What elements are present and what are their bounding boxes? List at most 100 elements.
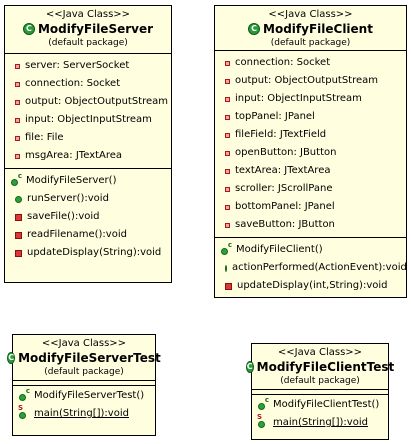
field-row[interactable]: input: ObjectInputStream	[5, 111, 171, 129]
private-field-icon	[225, 150, 230, 156]
method-text: main(String[]):void	[273, 417, 368, 428]
stereotype-label: <<Java Class>>	[268, 9, 353, 20]
class-name-text: ModifyFileServer	[37, 22, 154, 36]
private-field-icon	[225, 114, 230, 120]
method-row[interactable]: saveFile():void	[5, 208, 171, 226]
field-text: bottomPanel: JPanel	[235, 201, 335, 212]
field-text: fileField: JTextField	[235, 129, 327, 140]
stereotype-label: <<Java Class>>	[277, 347, 363, 358]
method-text: readFilename():void	[27, 229, 127, 240]
class-icon: C	[248, 23, 261, 35]
public-method-icon	[15, 195, 22, 203]
private-field-icon	[15, 117, 20, 123]
field-text: input: ObjectInputStream	[235, 93, 362, 104]
field-text: input: ObjectInputStream	[25, 114, 152, 125]
private-field-icon	[15, 135, 20, 141]
static-method-icon: S	[257, 414, 268, 428]
private-field-icon	[225, 78, 230, 84]
private-field-icon	[225, 204, 230, 210]
section-divider	[215, 237, 406, 238]
class-icon: C	[7, 352, 16, 364]
field-text: msgArea: JTextArea	[25, 150, 123, 161]
public-method-icon	[225, 264, 227, 272]
method-row[interactable]: updateDisplay(String):void	[5, 244, 171, 262]
section-divider	[215, 50, 406, 51]
field-row[interactable]: output: ObjectOutputStream	[215, 72, 406, 90]
constructor-icon: c	[258, 397, 269, 410]
private-method-icon	[225, 282, 232, 290]
method-row[interactable]: readFilename():void	[5, 226, 171, 244]
field-row[interactable]: textArea: JTextArea	[215, 162, 406, 180]
constructor-icon: c	[19, 388, 30, 401]
private-field-icon	[225, 222, 230, 228]
field-row[interactable]: topPanel: JPanel	[215, 108, 406, 126]
field-text: connection: Socket	[25, 78, 121, 89]
method-row[interactable]: updateDisplay(int,String):void	[215, 277, 406, 295]
field-row[interactable]: input: ObjectInputStream	[215, 90, 406, 108]
stereotype-label: <<Java Class>>	[41, 338, 127, 349]
section-divider	[5, 168, 171, 169]
section-divider	[252, 389, 388, 390]
class-header: <<Java Class>> C ModifyFileClientTest (d…	[245, 344, 394, 387]
field-text: scroller: JScrollPane	[235, 183, 333, 194]
field-row[interactable]: server: ServerSocket	[5, 57, 171, 75]
class-box-modify-file-client-test[interactable]: <<Java Class>> C ModifyFileClientTest (d…	[245, 343, 394, 440]
field-row[interactable]: connection: Socket	[215, 54, 406, 72]
method-text: main(String[]):void	[34, 408, 129, 419]
field-row[interactable]: connection: Socket	[5, 75, 171, 93]
field-text: textArea: JTextArea	[235, 165, 331, 176]
private-field-icon	[225, 60, 230, 66]
class-name: C ModifyFileServer	[5, 21, 171, 37]
class-box-modify-file-server-test[interactable]: <<Java Class>> C ModifyFileServerTest (d…	[7, 334, 161, 436]
package-label: (default package)	[48, 38, 128, 48]
method-text: actionPerformed(ActionEvent):void	[232, 262, 407, 273]
field-row[interactable]: openButton: JButton	[215, 144, 406, 162]
section-divider	[13, 380, 155, 381]
class-name: C ModifyFileClient	[215, 21, 406, 37]
method-text: updateDisplay(int,String):void	[237, 280, 388, 291]
private-field-icon	[225, 132, 230, 138]
method-text: ModifyFileClientTest()	[273, 399, 380, 410]
private-field-icon	[225, 186, 230, 192]
field-row[interactable]: scroller: JScrollPane	[215, 180, 406, 198]
method-row[interactable]: c ModifyFileServer()	[5, 172, 171, 190]
field-row[interactable]: msgArea: JTextArea	[5, 147, 171, 165]
constructor-icon: c	[11, 173, 22, 186]
field-row[interactable]: output: ObjectOutputStream	[5, 93, 171, 111]
private-field-icon	[15, 63, 20, 69]
package-label: (default package)	[44, 367, 124, 377]
class-box-modify-file-client[interactable]: <<Java Class>> C ModifyFileClient (defau…	[214, 5, 407, 298]
method-text: ModifyFileServerTest()	[34, 390, 145, 401]
private-method-icon	[15, 213, 22, 221]
class-box-modify-file-server[interactable]: <<Java Class>> C ModifyFileServer (defau…	[4, 5, 172, 283]
class-name: C ModifyFileServerTest	[7, 350, 161, 366]
field-text: connection: Socket	[235, 57, 331, 68]
method-text: ModifyFileServer()	[26, 175, 117, 186]
class-icon: C	[22, 23, 35, 35]
method-row[interactable]: c ModifyFileServerTest()	[13, 387, 155, 405]
class-icon: C	[245, 361, 254, 373]
section-divider	[5, 53, 171, 54]
static-method-icon: S	[18, 405, 29, 419]
field-text: output: ObjectOutputStream	[25, 96, 169, 107]
class-header: <<Java Class>> C ModifyFileClient (defau…	[215, 6, 406, 49]
method-row[interactable]: c ModifyFileClientTest()	[252, 396, 388, 414]
field-row[interactable]: saveButton: JButton	[215, 216, 406, 234]
field-row[interactable]: bottomPanel: JPanel	[215, 198, 406, 216]
private-field-icon	[15, 153, 20, 159]
method-row[interactable]: actionPerformed(ActionEvent):void	[215, 259, 407, 277]
field-row[interactable]: file: File	[5, 129, 171, 147]
package-label: (default package)	[270, 38, 351, 48]
method-text: ModifyFileClient()	[236, 244, 323, 255]
field-text: server: ServerSocket	[25, 60, 130, 71]
field-row[interactable]: fileField: JTextField	[215, 126, 406, 144]
class-name-text: ModifyFileClientTest	[256, 360, 395, 374]
method-text: updateDisplay(String):void	[27, 247, 162, 258]
method-row[interactable]: runServer():void	[5, 190, 171, 208]
class-name-text: ModifyFileClient	[263, 22, 373, 36]
field-text: openButton: JButton	[235, 147, 337, 158]
